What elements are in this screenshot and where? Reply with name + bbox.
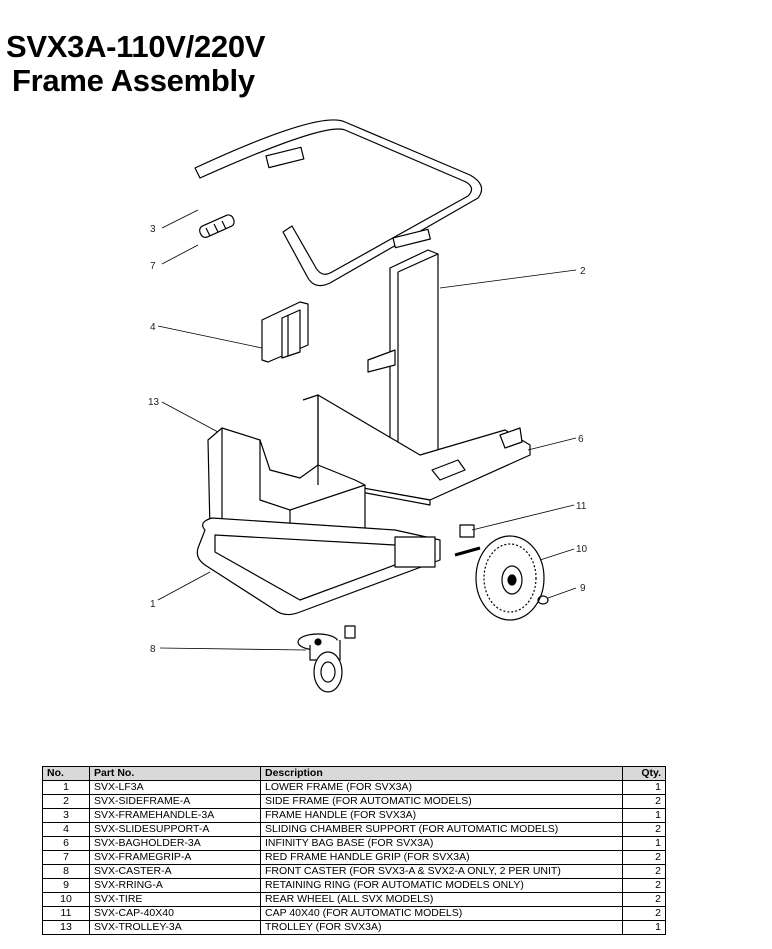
cell-qty: 1	[622, 780, 666, 795]
cell-qty: 1	[622, 808, 666, 823]
cell-description: LOWER FRAME (FOR SVX3A)	[260, 780, 623, 795]
handle-grip-drawing	[199, 214, 235, 238]
header-no: No.	[42, 766, 90, 781]
cell-part-no: SVX-SIDEFRAME-A	[89, 794, 261, 809]
rear-wheel-drawing	[475, 535, 545, 621]
callout-10: 10	[576, 544, 588, 555]
cell-part-no: SVX-TIRE	[89, 892, 261, 907]
frame-handle-drawing	[194, 119, 483, 287]
cell-qty: 1	[622, 836, 666, 851]
cell-qty: 2	[622, 822, 666, 837]
lower-frame-drawing	[196, 517, 481, 616]
cell-qty: 2	[622, 850, 666, 865]
title-line-assembly: Frame Assembly	[12, 63, 255, 98]
callout-1: 1	[150, 599, 156, 610]
callout-4: 4	[150, 322, 156, 333]
cell-qty: 2	[622, 864, 666, 879]
cell-part-no: SVX-FRAMEGRIP-A	[89, 850, 261, 865]
cell-description: FRONT CASTER (FOR SVX3-A & SVX2-A ONLY, …	[260, 864, 623, 879]
title-line-model: SVX3A-110V/220V	[6, 29, 266, 64]
cell-qty: 1	[622, 920, 666, 935]
cell-no: 4	[42, 822, 90, 837]
exploded-assembly-diagram: 3 7 4 13 1 8 2 6 11 10 9	[148, 119, 588, 693]
callout-3: 3	[150, 224, 156, 235]
cell-no: 10	[42, 892, 90, 907]
cell-no: 2	[42, 794, 90, 809]
cell-no: 7	[42, 850, 90, 865]
callout-6: 6	[578, 434, 584, 445]
callout-13: 13	[148, 397, 160, 408]
cell-description: SLIDING CHAMBER SUPPORT (FOR AUTOMATIC M…	[260, 822, 623, 837]
cell-no: 6	[42, 836, 90, 851]
cell-qty: 2	[622, 892, 666, 907]
cell-description: RED FRAME HANDLE GRIP (FOR SVX3A)	[260, 850, 623, 865]
header-qty: Qty.	[622, 766, 666, 781]
callout-labels: 3 7 4 13 1 8 2 6 11 10 9	[148, 224, 588, 655]
parts-table-header: No. Part No. Description Qty.	[42, 766, 666, 781]
retaining-ring-drawing	[537, 595, 549, 605]
page-title: SVX3A-110V/220V Frame Assembly	[6, 30, 265, 98]
cell-part-no: SVX-TROLLEY-3A	[89, 920, 261, 935]
callout-8: 8	[150, 644, 156, 655]
cell-part-no: SVX-RRING-A	[89, 878, 261, 893]
callout-9: 9	[580, 583, 586, 594]
callout-2: 2	[580, 266, 586, 277]
cell-qty: 2	[622, 794, 666, 809]
cell-description: CAP 40X40 (FOR AUTOMATIC MODELS)	[260, 906, 623, 921]
cell-no: 9	[42, 878, 90, 893]
cell-no: 3	[42, 808, 90, 823]
bag-holder-drawing	[302, 349, 531, 506]
cell-no: 11	[42, 906, 90, 921]
cell-description: REAR WHEEL (ALL SVX MODELS)	[260, 892, 623, 907]
cell-description: SIDE FRAME (FOR AUTOMATIC MODELS)	[260, 794, 623, 809]
cell-description: TROLLEY (FOR SVX3A)	[260, 920, 623, 935]
cell-qty: 2	[622, 878, 666, 893]
cell-part-no: SVX-LF3A	[89, 780, 261, 795]
cell-part-no: SVX-FRAMEHANDLE-3A	[89, 808, 261, 823]
cell-description: FRAME HANDLE (FOR SVX3A)	[260, 808, 623, 823]
cell-part-no: SVX-CAP-40X40	[89, 906, 261, 921]
cell-description: INFINITY BAG BASE (FOR SVX3A)	[260, 836, 623, 851]
slide-support-drawing	[261, 301, 309, 363]
caster-drawing	[297, 625, 356, 693]
cell-description: RETAINING RING (FOR AUTOMATIC MODELS ONL…	[260, 878, 623, 893]
cell-no: 1	[42, 780, 90, 795]
header-description: Description	[260, 766, 623, 781]
callout-7: 7	[150, 261, 156, 272]
leader-lines	[157, 209, 577, 651]
cell-part-no: SVX-CASTER-A	[89, 864, 261, 879]
header-part-no: Part No.	[89, 766, 261, 781]
cell-no: 13	[42, 920, 90, 935]
callout-11: 11	[576, 501, 587, 512]
cell-no: 8	[42, 864, 90, 879]
cell-qty: 2	[622, 906, 666, 921]
cell-part-no: SVX-BAGHOLDER-3A	[89, 836, 261, 851]
cell-part-no: SVX-SLIDESUPPORT-A	[89, 822, 261, 837]
